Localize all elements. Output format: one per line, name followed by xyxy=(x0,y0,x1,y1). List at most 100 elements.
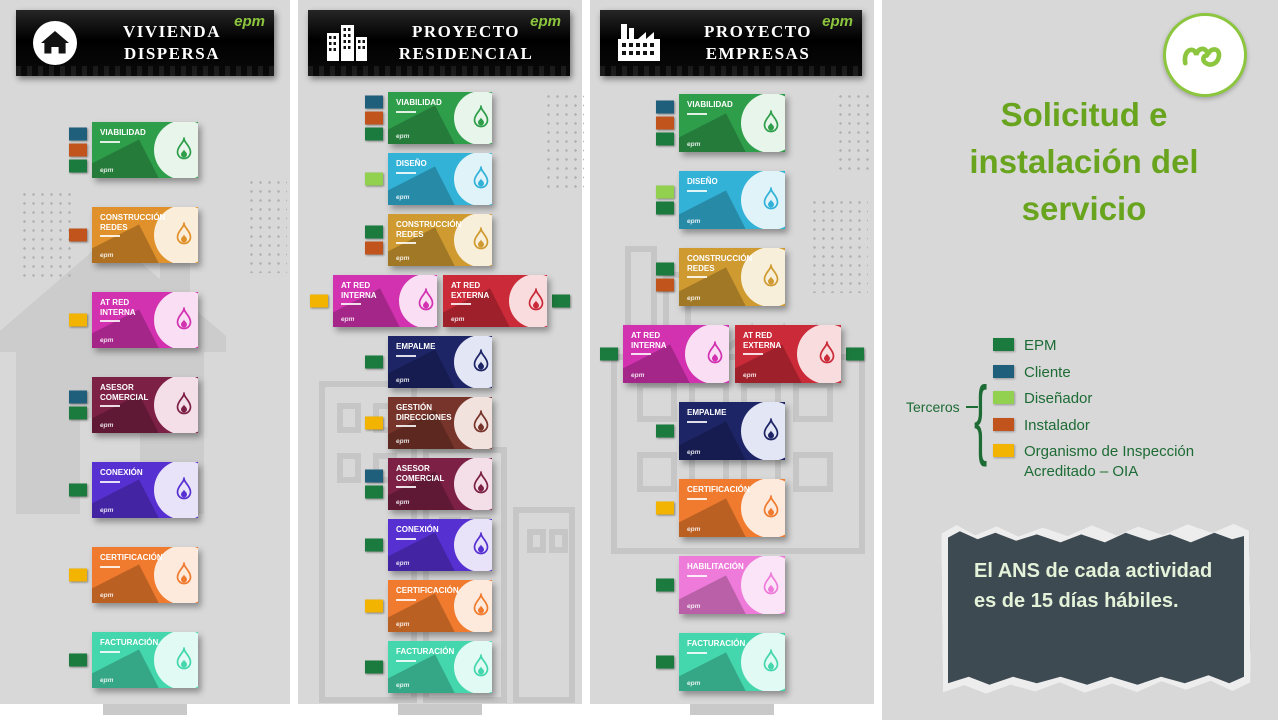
legend-swatch-instalador xyxy=(993,417,1014,431)
panel-title-line: DISPERSA xyxy=(123,44,221,63)
flame-glyph xyxy=(176,477,192,500)
panel-title-line: EMPRESAS xyxy=(705,44,811,63)
card-epm-mark: epm xyxy=(687,680,701,687)
dots-pattern xyxy=(810,198,868,293)
actor-indicator-epm xyxy=(69,653,87,667)
process-row: VIABILIDAD epm xyxy=(298,92,582,144)
actor-indicator-oia xyxy=(69,313,87,327)
flame-icon xyxy=(454,214,492,266)
process-card-facturacion: FACTURACIÓN epm xyxy=(679,633,785,691)
actor-indicator-epm xyxy=(846,347,864,361)
actor-indicator-disenador xyxy=(656,185,674,199)
panel-stand xyxy=(690,704,774,715)
actor-indicator-epm xyxy=(365,538,383,552)
card-label: CERTIFICACIÓN xyxy=(396,586,459,601)
card-label: AT RED EXTERNA xyxy=(743,331,805,356)
actor-indicators xyxy=(846,347,864,361)
card-label: CONSTRUCCIÓN REDES xyxy=(396,220,461,245)
flame-icon xyxy=(454,458,492,510)
actor-indicators xyxy=(656,655,674,669)
card-epm-mark: epm xyxy=(100,167,114,174)
card-unit-facturacion: FACTURACIÓN epm xyxy=(656,633,785,691)
card-label: FACTURACIÓN xyxy=(100,638,162,653)
flame-icon xyxy=(154,377,198,433)
card-epm-mark: epm xyxy=(396,438,410,445)
actor-indicator-epm xyxy=(656,424,674,438)
legend-item-oia: Organismo de Inspección Acreditado – OIA xyxy=(993,442,1235,481)
flame-icon xyxy=(741,633,785,691)
flame-glyph xyxy=(418,288,434,311)
epm-logo xyxy=(1163,13,1247,97)
flame-glyph xyxy=(176,307,192,330)
actor-indicator-epm xyxy=(600,347,618,361)
terceros-brace: { xyxy=(974,368,988,467)
card-label: FACTURACIÓN xyxy=(687,639,749,654)
legend-item-epm: EPM xyxy=(993,336,1235,356)
card-epm-mark: epm xyxy=(743,372,757,379)
card-epm-mark: epm xyxy=(100,592,114,599)
actor-indicator-cliente xyxy=(656,100,674,114)
actor-indicator-epm xyxy=(69,406,87,420)
card-label: VIABILIDAD xyxy=(100,128,162,143)
card-label: CONSTRUCCIÓN REDES xyxy=(100,213,165,238)
actor-indicator-oia xyxy=(365,416,383,430)
card-epm-mark: epm xyxy=(396,133,410,140)
card-label: VIABILIDAD xyxy=(396,98,458,113)
terceros-label: Terceros xyxy=(906,399,960,415)
actor-indicators xyxy=(69,390,87,420)
actor-indicator-epm xyxy=(656,578,674,592)
epm-wordmark: epm xyxy=(234,13,265,30)
card-label: AT RED EXTERNA xyxy=(451,281,513,306)
actor-indicator-disenador xyxy=(365,172,383,186)
flame-glyph xyxy=(176,562,192,585)
legend-swatch-cliente xyxy=(993,364,1014,378)
actor-indicator-oia xyxy=(69,568,87,582)
card-epm-mark: epm xyxy=(687,218,701,225)
actor-indicator-epm xyxy=(69,159,87,173)
actor-indicator-epm xyxy=(656,655,674,669)
epm-wordmark: epm xyxy=(530,13,561,30)
flame-icon xyxy=(454,641,492,693)
card-label: AT RED INTERNA xyxy=(100,298,162,323)
flame-icon xyxy=(154,632,198,688)
actor-indicators xyxy=(69,228,87,242)
flame-glyph xyxy=(763,187,779,210)
flame-icon xyxy=(454,92,492,144)
process-card-viabilidad: VIABILIDAD epm xyxy=(388,92,492,144)
panel-title-line: VIVIENDA xyxy=(123,21,221,41)
legend-swatch-disenador xyxy=(993,391,1014,404)
actor-indicator-instalador xyxy=(365,111,383,125)
flame-glyph xyxy=(763,264,779,287)
flame-icon xyxy=(154,207,198,263)
flame-glyph xyxy=(763,649,779,672)
panel-stand xyxy=(398,704,482,715)
actor-indicator-instalador xyxy=(69,228,87,242)
actor-indicator-epm xyxy=(365,127,383,141)
flame-glyph xyxy=(473,471,489,494)
